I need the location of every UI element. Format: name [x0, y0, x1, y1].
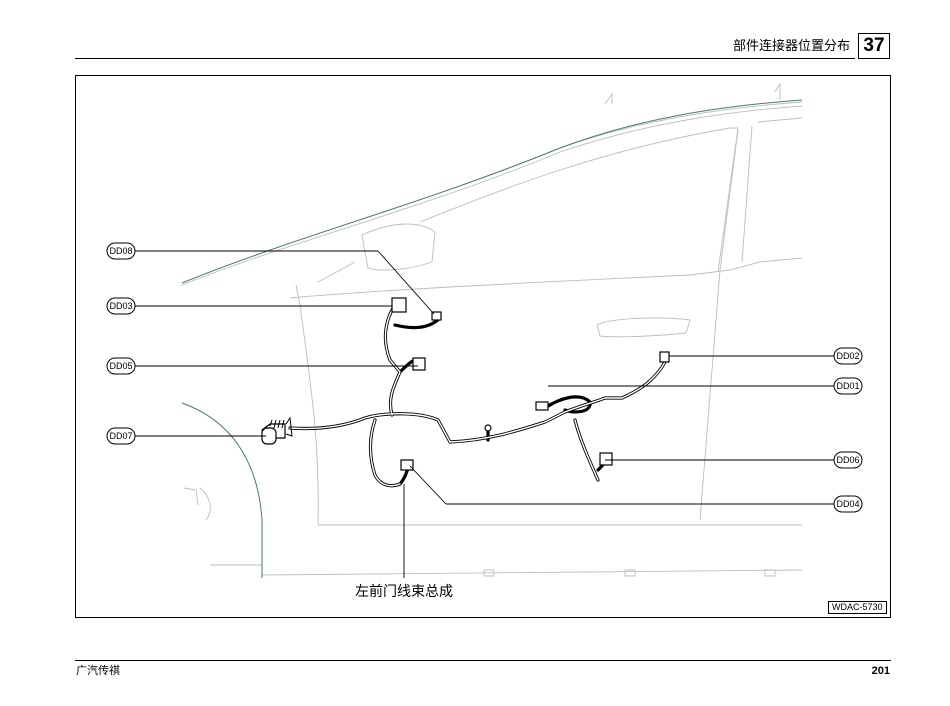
- connector-tags: [106, 242, 863, 513]
- footer-brand: 广汽传祺: [76, 664, 120, 677]
- header-rule: [75, 58, 855, 59]
- tag-dd01: DD01: [836, 381, 859, 391]
- fender-outline: [181, 99, 803, 578]
- tag-dd05: DD05: [109, 361, 132, 371]
- section-title: 部件连接器位置分布: [732, 39, 850, 54]
- figure-frame: [75, 75, 891, 618]
- tag-dd08: DD08: [109, 246, 132, 256]
- footer-rule: [75, 660, 891, 661]
- car-body-outline: [181, 82, 803, 577]
- grommet: [269, 416, 293, 437]
- section-number: 37: [858, 33, 890, 59]
- tag-dd02: DD02: [836, 351, 859, 361]
- tag-dd04: DD04: [836, 499, 859, 509]
- tag-dd03: DD03: [109, 301, 132, 311]
- assembly-label: 左前门线束总成: [355, 583, 453, 600]
- page-number: 201: [871, 665, 890, 677]
- connector-bodies: [261, 297, 670, 471]
- tag-dd07: DD07: [109, 431, 132, 441]
- tag-dd06: DD06: [836, 455, 859, 465]
- figure-code: WDAC-5730: [828, 601, 887, 614]
- leader-lines: [135, 250, 834, 578]
